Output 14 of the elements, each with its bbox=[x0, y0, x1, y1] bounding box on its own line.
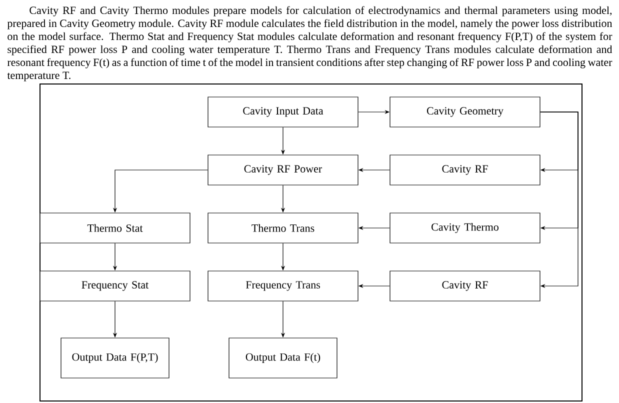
process-box: Cavity RF bbox=[390, 270, 540, 302]
process-box: Cavity Thermo bbox=[390, 212, 540, 244]
paragraph: Cavity RF and Cavity Thermo modules prepare models for calculation of electrodynamics and thermal parameters using model, prepared in Cavity Geometry module. Cavity RF module calculates the field distribution in the model, namely the power loss distribution on the model surface. Thermo Stat and Frequency Stat modules calculate deformation and resonant frequency F(P,T) of the system for specified RF power loss P and cooling water temperature T. Thermo Trans and Frequency Trans modules calculate deformation and resonant frequency F(t) as a function of time t of the model in transient conditions after step changing of RF power loss P and cooling water temperature T. bbox=[7, 6, 612, 82]
process-box: Output Data F(P,T) bbox=[60, 338, 170, 378]
process-box: Thermo Trans bbox=[208, 212, 358, 244]
process-box: Cavity Geometry bbox=[390, 96, 540, 128]
arrow bbox=[540, 112, 578, 288]
process-box: Cavity RF bbox=[390, 154, 540, 186]
process-box: Thermo Stat bbox=[40, 212, 190, 244]
process-box: Frequency Trans bbox=[208, 270, 358, 302]
process-box: Cavity Input Data bbox=[208, 96, 358, 128]
process-box: Output Data F(t) bbox=[228, 338, 338, 378]
process-box: Frequency Stat bbox=[40, 270, 190, 302]
process-box: Cavity RF Power bbox=[208, 154, 358, 186]
